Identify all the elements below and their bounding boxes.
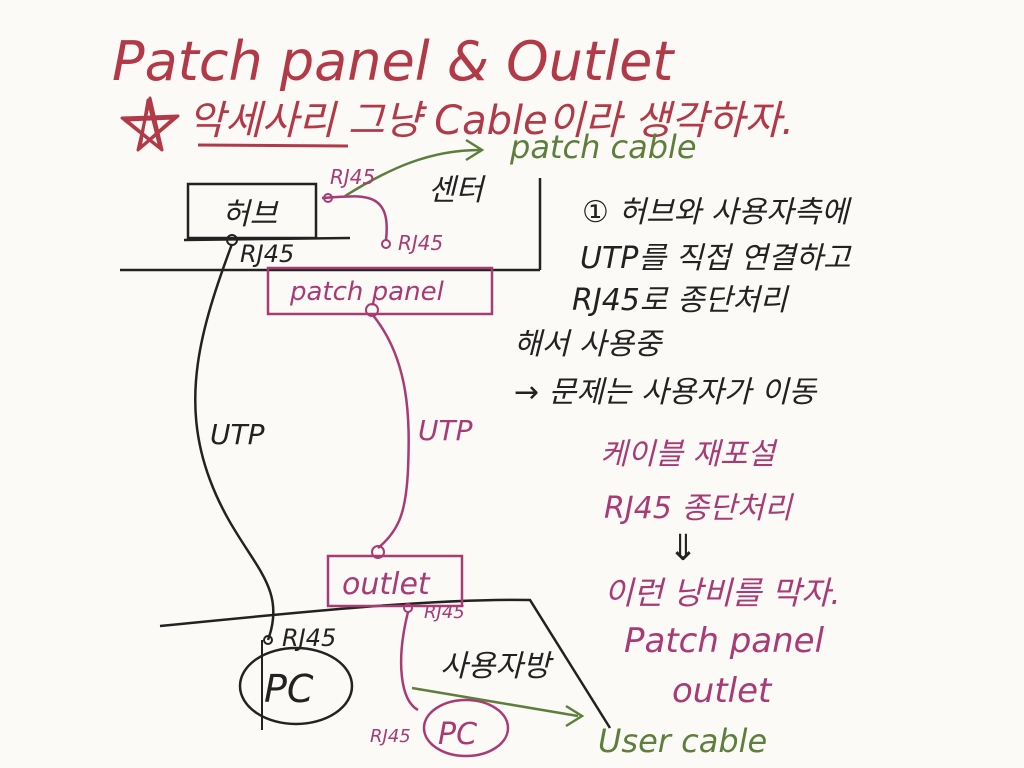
patch-panel-box bbox=[266, 266, 494, 316]
user-cable-arrow bbox=[411, 686, 579, 718]
utp-right-label: UTP bbox=[418, 414, 473, 447]
outlet-box bbox=[326, 554, 464, 608]
pc-right-node bbox=[422, 698, 510, 758]
title: Patch panel & Outlet bbox=[112, 30, 675, 93]
note-line-7: RJ45 종단처리 bbox=[604, 491, 794, 526]
user-cable-line bbox=[399, 611, 419, 712]
note-line-11: outlet bbox=[672, 671, 773, 711]
patch-cable-label: patch cable bbox=[509, 128, 697, 166]
star-icon bbox=[120, 96, 180, 152]
underline-accessory bbox=[197, 143, 349, 148]
note-line-10: Patch panel bbox=[624, 621, 825, 661]
hub-shelf-line bbox=[183, 236, 351, 242]
user-room-label: 사용자방 bbox=[440, 649, 555, 684]
rj45-hub-top: RJ45 bbox=[330, 165, 375, 189]
patch-panel-label: patch panel bbox=[289, 277, 445, 307]
rj45-pc-right: RJ45 bbox=[370, 726, 411, 747]
subtitle-note: 악세사리 그냥 Cable이라 생각하자. bbox=[188, 98, 794, 144]
arrow-head-icon bbox=[565, 704, 585, 728]
note-line-8: ⇓ bbox=[668, 528, 698, 569]
rj45-outlet: RJ45 bbox=[424, 602, 465, 623]
note-line-6: 케이블 재포설 bbox=[600, 437, 779, 472]
outlet-label: outlet bbox=[342, 567, 431, 602]
pc-left-label: PC bbox=[264, 667, 314, 711]
utp-left-label: UTP bbox=[210, 418, 265, 451]
hub-label: 허브 bbox=[222, 197, 279, 232]
center-label: 센터 bbox=[428, 173, 487, 208]
arrow-head-icon bbox=[465, 138, 485, 162]
note-line-3: RJ45로 종단처리 bbox=[572, 283, 790, 318]
note-line-5: → 문제는 사용자가 이동 bbox=[514, 375, 818, 410]
port-icon bbox=[371, 545, 385, 559]
user-cable-label: User cable bbox=[598, 722, 767, 760]
rj45-patch: RJ45 bbox=[398, 231, 443, 255]
utp-right-line bbox=[371, 313, 410, 549]
note-line-2: UTP를 직접 연결하고 bbox=[580, 241, 852, 276]
note-line-9: 이런 낭비를 막자. bbox=[604, 574, 841, 612]
pc-left-node bbox=[238, 646, 354, 726]
port-icon bbox=[381, 239, 391, 249]
note-line-1: ① 허브와 사용자측에 bbox=[582, 195, 852, 230]
patch-cable-arrow bbox=[344, 148, 481, 198]
pc-right-label: PC bbox=[438, 717, 477, 752]
patch-cable-line bbox=[321, 195, 388, 241]
note-line-4: 해서 사용중 bbox=[514, 327, 664, 362]
utp-left-line bbox=[194, 243, 275, 641]
rj45-hub-bottom: RJ45 bbox=[240, 240, 294, 268]
port-icon bbox=[365, 303, 379, 317]
port-icon bbox=[323, 193, 333, 203]
port-icon bbox=[263, 635, 273, 645]
